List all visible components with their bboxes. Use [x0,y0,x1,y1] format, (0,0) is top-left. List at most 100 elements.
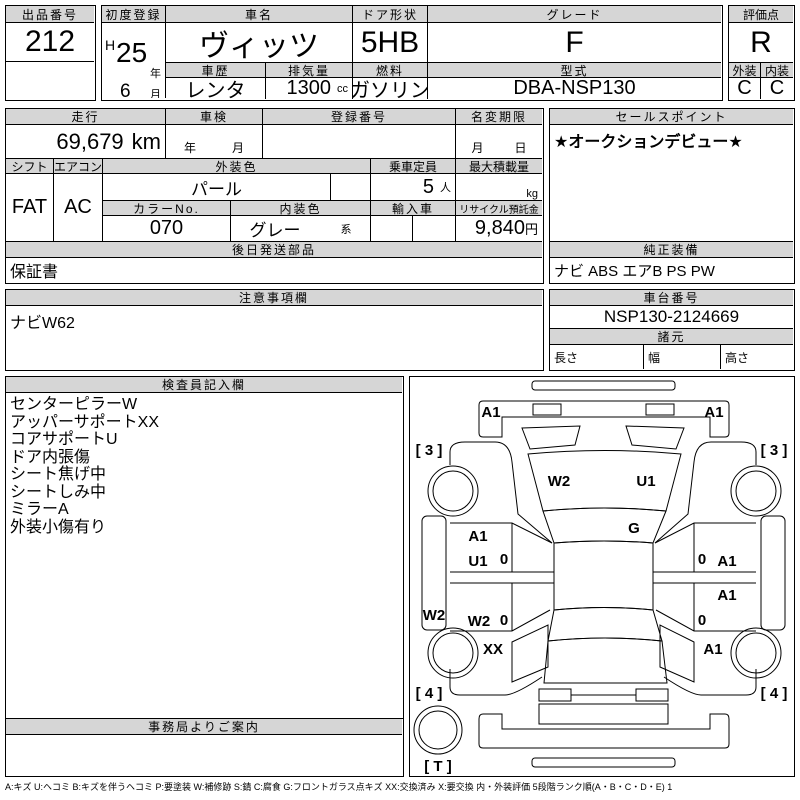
office-label: 事務局よりご案内 [6,719,402,735]
displacement-label: 排気量 [266,63,353,78]
inspection: 年月 [166,125,263,159]
fuel-label: 燃料 [353,63,428,78]
mark-fl-door-u: U1 [468,553,487,570]
spec-length: 長さ [550,345,644,369]
inspector-box: 検査員記入欄 センターピラーW アッパーサポートXX コアサポートU ドア内張傷… [5,376,404,719]
shift-label: シフト [6,159,54,174]
max-load: kg [456,174,542,201]
mark-rear-left: XX [483,641,503,658]
fuel: ガソリン [353,78,428,99]
exterior-grade: C [729,78,761,99]
transfer-day: 日 [514,141,527,155]
spec-height: 高さ [725,350,750,365]
interior-grade: C [769,78,785,99]
year-unit: 年 [150,68,161,80]
sill-right [760,515,786,631]
load-unit: kg [526,188,538,200]
front-lamps [521,425,685,450]
hood-glass [542,507,667,544]
right-doors [653,522,756,632]
wheel-fl [427,465,479,517]
mark-fl-zero: 0 [500,551,508,568]
history-label: 車歴 [166,63,266,78]
equipment: ナビ ABS エアB PS PW [554,262,715,280]
displacement-value: 1300 [286,78,332,99]
equipment-label: 純正装備 [550,242,793,258]
lot-box: 出品番号 212 [5,5,96,101]
headlight-left [532,403,562,416]
mark-rl-door: W2 [468,613,491,630]
later-parts: 保証書 [10,264,59,281]
first-reg: H 25 年 6 月 [102,23,166,98]
sill-left [421,515,447,631]
sales-point-label: セールスポイント [550,109,793,125]
taillight-right [635,688,669,702]
notes: ナビW62 [10,315,75,332]
mark-windshield-w: W2 [548,473,571,490]
first-reg-label: 初度登録 [102,6,166,23]
rear-right-quarter [659,624,695,683]
notes-box: 注意事項欄 ナビW62 [5,289,544,371]
lot-label: 出品番号 [6,6,94,23]
transfer-deadline: 月日 [456,125,542,159]
chassis-box: 車台番号 NSP130-2124669 諸元 長さ 幅 高さ [549,289,795,371]
mark-rr-zero: 0 [698,612,706,629]
damage-diagram: A1 A1 [ 3 ] [ 3 ] W2 U1 G A1 U1 0 0 A1 A… [409,376,795,777]
recycle-label: リサイクル預託金 [456,201,542,216]
transfer-month: 月 [471,141,484,155]
body-left-rear [449,669,543,696]
import-label: 輸入車 [371,201,456,216]
rear-bumper [478,713,730,749]
recycle-value: 9,840 [474,217,525,239]
rear-bar [531,757,676,768]
rear-glass [547,607,663,642]
left-doors [450,522,554,632]
mark-rr-door: A1 [717,587,736,604]
inspector-line: ミラーA [10,501,69,518]
history: レンタ [166,78,266,99]
taillight-left [538,688,572,702]
int-color-label: 内装色 [231,201,371,216]
mark-rear-right: A1 [703,641,722,658]
shift: FAT [6,174,54,242]
mark-rl-zero: 0 [500,612,508,629]
reg-month: 6 [120,81,131,98]
spare-tire [413,705,463,755]
trunk [543,637,668,684]
int-color-value: グレー [249,221,301,240]
score: R [729,23,793,63]
wheel-rr [730,627,782,679]
inspector-line: ドア内張傷 [10,448,91,466]
tire-rl: [ 4 ] [416,685,443,702]
tire-spare: [ T ] [424,758,452,775]
inspector-line: シート焦げ中 [10,466,107,483]
legend: A:キズ U:ヘコミ B:キズを伴うヘコミ P:要塗装 W:補修跡 S:錆 C:… [5,782,673,792]
roof [553,540,654,611]
recycle-unit: 円 [524,222,538,237]
front-bumper [478,400,730,438]
reg-no-label: 登録番号 [263,109,456,125]
rear-left-quarter [511,624,549,683]
displacement-unit: cc [337,82,348,95]
chassis-number: NSP130-2124669 [550,306,793,329]
name-label: 車名 [166,6,353,23]
vehicle-box: 初度登録 車名 ドア形状 グレード H 25 年 6 月 ヴィッツ 5HB F … [101,5,723,101]
transfer-label: 名変期限 [456,109,542,125]
ac-label: エアコン [54,159,103,174]
import-a [371,216,413,242]
car-diagram-svg: A1 A1 [ 3 ] [ 3 ] W2 U1 G A1 U1 0 0 A1 A… [413,380,787,775]
mark-front-left: A1 [481,404,500,421]
era: H [105,37,116,53]
inspector-notes: センターピラーW アッパーサポートXX コアサポートU ドア内張傷 シート焦げ中… [10,396,159,536]
inspector-label: 検査員記入欄 [6,377,402,393]
mileage-label: 走行 [6,109,166,125]
later-parts-label: 後日発送部品 [6,242,542,258]
score-label: 評価点 [729,6,793,23]
front-bar [531,380,676,391]
mark-fr-door: A1 [717,553,736,570]
